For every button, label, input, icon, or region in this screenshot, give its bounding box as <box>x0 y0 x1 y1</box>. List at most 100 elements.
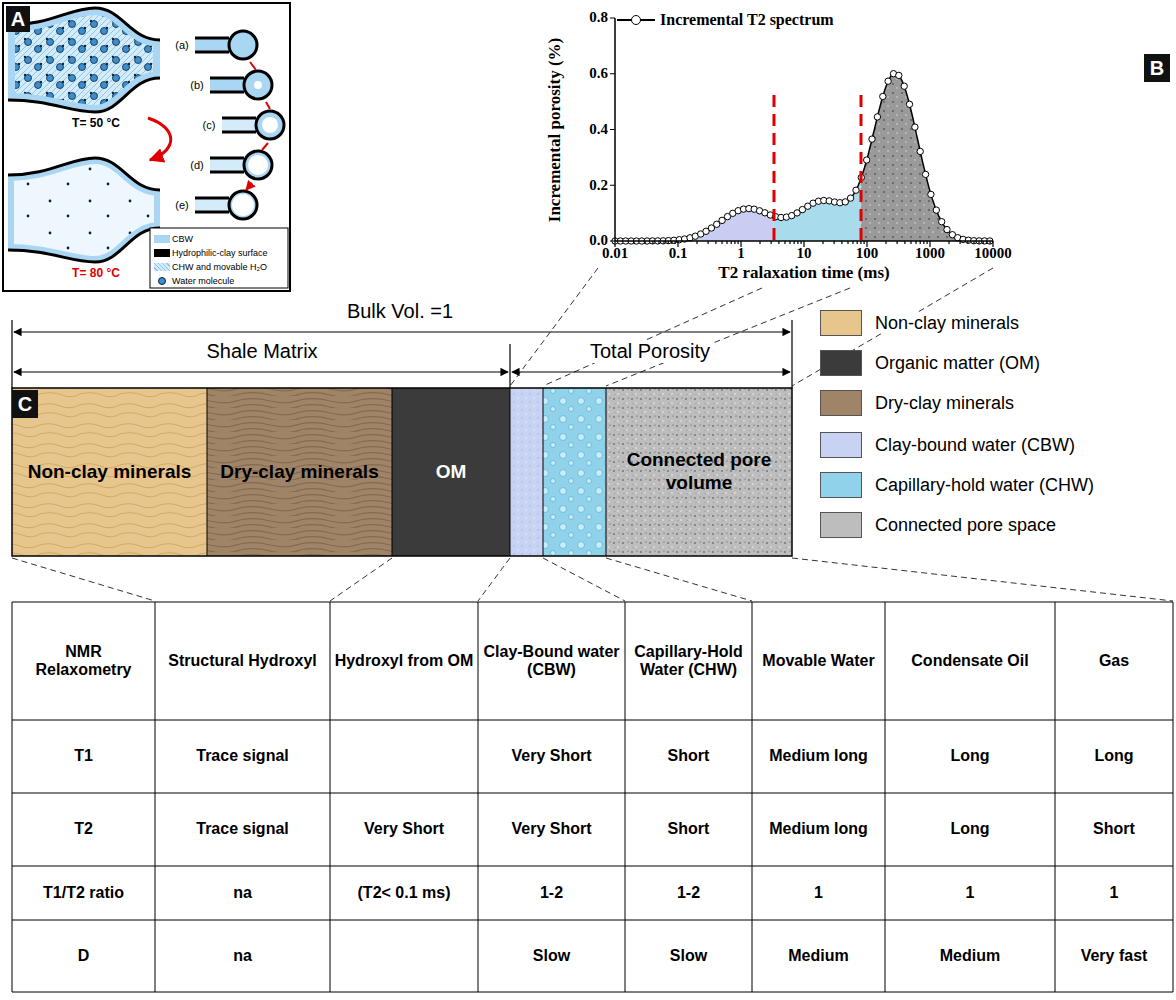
legend-text-box: CHW and movable H₂O <box>172 260 286 274</box>
art-rect <box>207 388 392 556</box>
axis-label-box: T2 ralaxation time (ms) <box>674 262 934 284</box>
table-cell: 1-2 <box>540 884 563 902</box>
volume-bar <box>12 388 792 556</box>
table-cell: T2 <box>74 820 93 838</box>
table-cell-box: Short <box>625 793 752 866</box>
spectrum-marker <box>928 191 934 197</box>
legend-sample <box>158 277 166 285</box>
pore-void <box>232 194 254 216</box>
pore-body <box>244 71 272 99</box>
panel-a-illustration <box>0 0 290 291</box>
legend-text: Water molecule <box>172 276 234 286</box>
table-cell: Long <box>950 747 989 765</box>
table-cell: T1 <box>74 747 93 765</box>
legend-text-box: Hydrophilic-clay surface <box>172 246 286 260</box>
component-label: OM <box>436 461 467 484</box>
throat-wall <box>210 78 244 92</box>
table-lines <box>12 602 1173 992</box>
axis-label: T2 ralaxation time (ms) <box>718 263 889 283</box>
table-cell: Very Short <box>364 820 444 838</box>
table-cell: Medium <box>940 947 1000 965</box>
table-cell-box: Slow <box>478 920 625 992</box>
legend-swatch <box>820 390 862 416</box>
axis-tick-label-box: 0.6 <box>566 65 608 83</box>
spectrum-chart <box>610 18 993 247</box>
legend-swatch <box>820 432 862 458</box>
volume-label: Shale Matrix <box>202 340 321 363</box>
legend-text-box: Clay-bound water (CBW) <box>872 432 1172 458</box>
table-cell: Very Short <box>511 820 591 838</box>
temperature-label: T= 50 °C <box>72 117 120 131</box>
axis-label-box: 100 <box>842 245 892 263</box>
table-cell: T1/T2 ratio <box>43 884 124 902</box>
legend-swatch <box>820 512 862 538</box>
table-cell-box: Trace signal <box>155 793 330 866</box>
spectrum-marker <box>880 93 886 99</box>
component-box: Connected pore volume <box>606 388 792 556</box>
art-rect <box>0 0 170 120</box>
table-cell: Condensate Oil <box>911 652 1028 670</box>
table-cell: 1 <box>966 884 975 902</box>
table-cell: Clay-Bound water (CBW) <box>482 643 621 680</box>
table-cell-box: Long <box>1055 720 1173 793</box>
table-cell: Very Short <box>511 747 591 765</box>
legend-text-box: CBW <box>172 232 286 246</box>
table-cell: Medium <box>788 947 848 965</box>
table-cell-box: na <box>155 920 330 992</box>
art-line <box>512 371 790 372</box>
table-cell: Capillary-Hold Water (CHW) <box>629 643 748 680</box>
legend-text: Hydrophilic-clay surface <box>172 248 268 258</box>
spectrum-marker <box>847 195 853 201</box>
spectrum-marker <box>939 219 945 225</box>
component-label: Non-clay minerals <box>28 461 192 484</box>
axis-tick-label: 0.6 <box>589 65 608 82</box>
panel-letter-box: B <box>1144 54 1170 82</box>
legend-swatch <box>820 472 862 498</box>
axis-tick-label: 0.8 <box>589 9 608 26</box>
table-cell-box: Medium <box>752 920 885 992</box>
table-cell: Slow <box>533 947 570 965</box>
table-cell-box: Clay-Bound water (CBW) <box>478 602 625 720</box>
spectrum-region <box>774 179 861 241</box>
axis-label-box: 10 <box>779 245 829 263</box>
pore-void <box>248 155 268 175</box>
throat-wall <box>195 198 229 212</box>
volume-label-box: Bulk Vol. =1 <box>300 298 500 324</box>
axis-label: 1000 <box>915 245 945 262</box>
leader-lines <box>12 268 1173 601</box>
legend-sample <box>154 263 170 271</box>
table-cell: Long <box>950 820 989 838</box>
table-cell-box: Very Short <box>330 793 478 866</box>
legend-text-box: Organic matter (OM) <box>872 350 1172 376</box>
pore-throat <box>195 39 229 51</box>
stage-label: (e) <box>175 199 188 212</box>
table-cell: Short <box>668 747 710 765</box>
table-cell-box: (T2< 0.1 ms) <box>330 866 478 920</box>
table-grid <box>12 602 1173 992</box>
art-g <box>0 0 170 120</box>
axis-label-box: 10000 <box>968 245 1018 263</box>
art-rect <box>606 388 792 556</box>
axis-tick-label-box: 0.4 <box>566 121 608 139</box>
legend-text: Non-clay minerals <box>872 313 1022 334</box>
table-cell-box: 1 <box>1055 866 1173 920</box>
table-cell-box: Hydroxyl from OM <box>330 602 478 720</box>
table-cell: 1-2 <box>677 884 700 902</box>
stage-label-box: (c) <box>198 117 220 133</box>
legend-swatch <box>820 310 862 336</box>
component-box: Non-clay minerals <box>12 388 207 556</box>
art-path <box>12 558 1173 601</box>
panel-letter-box: C <box>12 390 38 418</box>
pore-body <box>244 151 272 179</box>
spectrum-marker <box>922 171 928 177</box>
legend-swatch <box>820 350 862 376</box>
legend-text: Connected pore space <box>872 515 1059 536</box>
table-cell-box: Medium long <box>752 793 885 866</box>
spectrum-marker <box>901 83 907 89</box>
spectrum-marker <box>853 187 859 193</box>
spectrum-marker <box>906 101 912 107</box>
table-cell-box: Medium <box>885 920 1055 992</box>
table-cell-box: T2 <box>12 793 155 866</box>
axis-label: 1 <box>737 245 745 262</box>
